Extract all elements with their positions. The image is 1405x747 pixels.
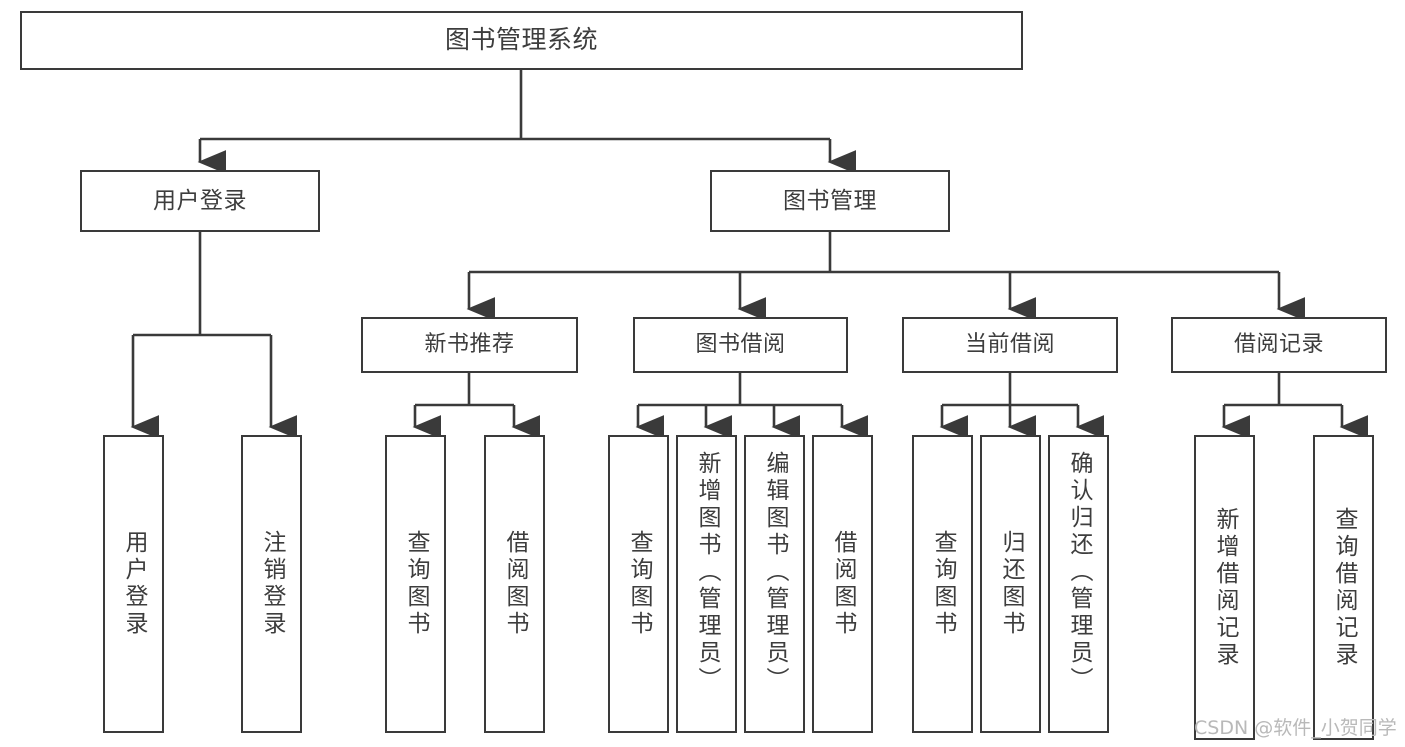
leaf-borrow-borrow-book[interactable]: 借阅图书 <box>812 435 873 733</box>
leaf-logout-label: 注销登录 <box>259 530 285 638</box>
leaf-record-add-record[interactable]: 新增借阅记录 <box>1194 435 1255 740</box>
leaf-newbook-borrow-book-label: 借阅图书 <box>502 530 528 638</box>
leaf-current-return-book-label: 归还图书 <box>998 530 1024 638</box>
leaf-borrow-add-book-admin[interactable]: 新增图书（管理员） <box>676 435 737 733</box>
leaf-newbook-query-book-label: 查询图书 <box>403 530 429 638</box>
node-new-book-recommend[interactable]: 新书推荐 <box>361 317 578 373</box>
node-book-borrow-label: 图书借阅 <box>695 332 786 358</box>
leaf-current-query-book[interactable]: 查询图书 <box>912 435 973 733</box>
leaf-user-login[interactable]: 用户登录 <box>103 435 164 733</box>
node-book-borrow[interactable]: 图书借阅 <box>633 317 848 373</box>
node-borrow-record[interactable]: 借阅记录 <box>1171 317 1387 373</box>
leaf-borrow-query-book[interactable]: 查询图书 <box>608 435 669 733</box>
leaf-current-confirm-return-admin-label: 确认归还（管理员） <box>1066 451 1092 694</box>
leaf-borrow-edit-book-admin-label: 编辑图书（管理员） <box>762 451 788 694</box>
leaf-user-login-label: 用户登录 <box>121 530 147 638</box>
leaf-record-add-record-label: 新增借阅记录 <box>1212 506 1238 669</box>
leaf-borrow-add-book-admin-label: 新增图书（管理员） <box>694 451 720 694</box>
node-borrow-record-label: 借阅记录 <box>1233 332 1324 358</box>
leaf-borrow-query-book-label: 查询图书 <box>626 530 652 638</box>
node-root-label: 图书管理系统 <box>444 25 598 55</box>
leaf-logout[interactable]: 注销登录 <box>241 435 302 733</box>
leaf-current-return-book[interactable]: 归还图书 <box>980 435 1041 733</box>
node-current-borrow-label: 当前借阅 <box>964 332 1055 358</box>
node-user-login[interactable]: 用户登录 <box>80 170 320 232</box>
leaf-record-query-record[interactable]: 查询借阅记录 <box>1313 435 1374 740</box>
leaf-record-query-record-label: 查询借阅记录 <box>1331 506 1357 669</box>
leaf-current-query-book-label: 查询图书 <box>930 530 956 638</box>
leaf-newbook-query-book[interactable]: 查询图书 <box>385 435 446 733</box>
leaf-borrow-edit-book-admin[interactable]: 编辑图书（管理员） <box>744 435 805 733</box>
node-book-management[interactable]: 图书管理 <box>710 170 950 232</box>
node-user-login-label: 用户登录 <box>153 187 247 214</box>
node-root[interactable]: 图书管理系统 <box>20 11 1023 70</box>
watermark: CSDN @软件_小贺同学 <box>1194 717 1397 739</box>
node-current-borrow[interactable]: 当前借阅 <box>902 317 1118 373</box>
node-new-book-recommend-label: 新书推荐 <box>424 332 515 358</box>
leaf-current-confirm-return-admin[interactable]: 确认归还（管理员） <box>1048 435 1109 733</box>
leaf-borrow-borrow-book-label: 借阅图书 <box>830 530 856 638</box>
leaf-newbook-borrow-book[interactable]: 借阅图书 <box>484 435 545 733</box>
node-book-management-label: 图书管理 <box>783 187 877 214</box>
